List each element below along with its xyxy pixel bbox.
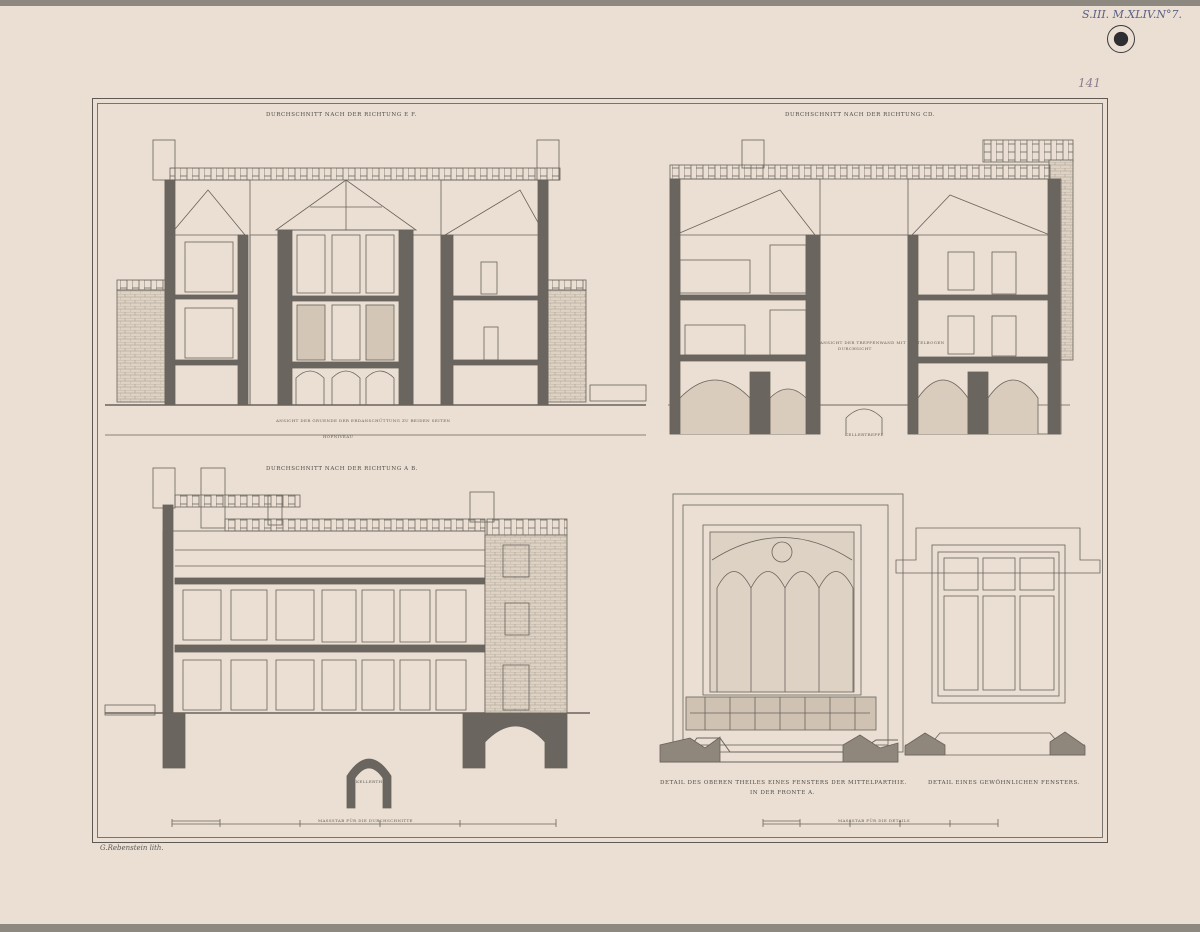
small-window-detail <box>895 527 1101 756</box>
section-cd-drawing <box>668 139 1074 435</box>
scale-bar-left <box>171 819 557 827</box>
signature: G.Rebenstein lith. <box>100 844 164 852</box>
note-ab-arch: Kellerthür <box>356 779 390 784</box>
sheet-number: 141 <box>1078 76 1101 90</box>
note-ef-ground: Ansicht der Gruende der Erdanschüttung z… <box>276 418 451 423</box>
outer-frame-border <box>92 98 1108 843</box>
inner-frame-border <box>97 103 1103 838</box>
section-ef-drawing <box>105 139 647 436</box>
title-section-ef: Durchschnitt nach der Richtung E F. <box>266 112 418 118</box>
section-ab-drawing <box>104 467 590 809</box>
note-cd-view: Durchsicht <box>838 346 872 351</box>
caption-window-small: Detail eines gewöhnlichen Fensters. <box>928 780 1081 786</box>
large-window-detail <box>659 493 904 763</box>
title-section-cd: Durchschnitt nach der Richtung CD. <box>785 112 936 118</box>
note-ef-level: Hofniveau <box>323 434 354 439</box>
inventory-mark: S.III. M.XLIV.N°7. <box>1082 8 1183 21</box>
note-cd-stairwall: Ansicht der Treppenwand mit Mittelbogen <box>820 340 945 345</box>
caption-window-large: Detail des oberen Theiles eines Fensters… <box>660 780 907 786</box>
scale-label-right: Maßstab für die Details <box>838 818 911 823</box>
scale-bar-right <box>762 819 999 827</box>
note-cd-arch: Kellertreppe <box>845 432 884 437</box>
library-seal-icon <box>1107 25 1135 53</box>
title-section-ab: Durchschnitt nach der Richtung A B. <box>266 466 419 472</box>
caption-window-large-2: in der Fronte A. <box>750 790 816 796</box>
scale-label-left: Maßstab für die Durchschnitte <box>318 818 413 823</box>
